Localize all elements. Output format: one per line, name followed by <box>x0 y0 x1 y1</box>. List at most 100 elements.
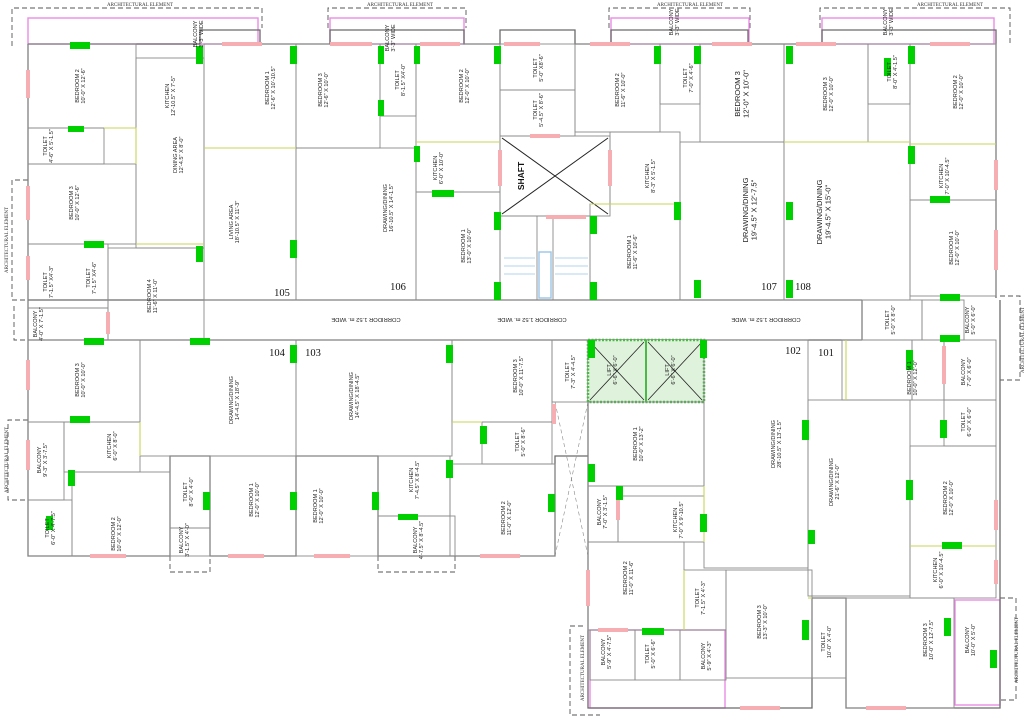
architectural-element-outlines <box>7 7 1021 716</box>
room-label-bot-bedroom3-b: BEDROOM 310'-0" X 11'-7.5" <box>513 356 525 396</box>
partition-lines <box>104 127 996 630</box>
room-label-bot-kitchen-c: KITCHEN7'-0" X 9'-10.5" <box>673 502 685 539</box>
room-label-top-dining-area: DINING AREA12'-4.5" X 8'-0" <box>173 137 185 174</box>
unit-number: 101 <box>818 348 834 359</box>
architectural-element-label: ARCHITECTURAL ELEMENT <box>1015 617 1020 683</box>
room-label-top-toilet-d: TOILET8'-1.5" X4'-0" <box>395 64 407 96</box>
room-label-top-toilet-b: TOILET7'-1.5" X4'-3" <box>43 266 55 298</box>
architectural-element-label: ARCHITECTURAL ELEMENT <box>5 427 10 493</box>
room-label-bot-balcony-e: BALCONY7'-0" X 6'-0" <box>961 357 973 386</box>
room-label-bot-kitchen-b: KITCHEN7'-4.5" X 8'-4.5" <box>409 461 421 499</box>
room-label-bot-toilet-f: TOILET7'-1.5" X 4'-3" <box>695 581 707 615</box>
room-label-bot-balcony-g: BALCONY5'-9" X 4'-7.5" <box>601 635 613 669</box>
room-label-top-kitchen-a: KITCHEN12'-10.5" X 7'-5" <box>165 76 177 116</box>
room-label-bot-balcony-c: BALCONY4'-7.5" X 8'-4.5" <box>413 521 425 559</box>
architectural-element-label: ARCHITECTURAL ELEMENT <box>1021 307 1024 373</box>
room-label-bot-bedroom3-c: BEDROOM 313'-3" X 10'-0" <box>757 604 769 639</box>
unit-number: 102 <box>785 346 801 357</box>
room-label-bot-toilet-b: TOILET8'-0" X 4'-0" <box>183 477 195 506</box>
unit-number: 108 <box>795 282 811 293</box>
room-label-top-toilet-e: TOILET5'-0" X8'-6" <box>533 54 545 82</box>
room-label-bot-toilet-d: TOILET5'-0" X 8'-6" <box>515 427 527 456</box>
room-label-top-toilet-g: TOILET7'-0" X 4'-6" <box>683 63 695 92</box>
room-label-top-bedroom3-d: BEDROOM 312'-0" X 10'-0" <box>823 76 835 111</box>
room-label-top-bedroom2-d: BEDROOM 212'-0" X 10'-0" <box>953 74 965 109</box>
corridor-label: CORRIDOR 1.52 m. WIDE <box>331 316 400 322</box>
room-label-top-toilet-c: TOILET7'-1.5" X4'-6" <box>86 262 98 294</box>
room-label-balcony-top-3: BALCONY3'-3" WIDE <box>669 8 681 36</box>
room-label-top-drawing-dining-c: DRAWING/DINING19'-4.5" X 15'-0" <box>815 179 833 244</box>
room-label-balcony-top-1: BALCONY3'-3" WIDE <box>193 20 205 48</box>
room-label-top-bedroom2-c: BEDROOM 211'-6" X 10'-0" <box>615 73 627 108</box>
architectural-element-label: ARCHITECTURAL ELEMENT <box>581 635 586 701</box>
room-label-bot-bedroom1-c: BEDROOM 110'-0" X 13'-2" <box>633 426 645 461</box>
room-label-bot-toilet-a: TOILET6'-0" X 4'-7.5" <box>45 511 57 545</box>
unit-number: 104 <box>269 348 286 359</box>
room-label-bot-kitchen-d: KITCHEN6'-0" X 10'-4.5" <box>933 552 945 589</box>
room-label-bot-toilet-g: TOILET10'-0" X 4'-0" <box>821 626 833 658</box>
room-label-bot-toilet-c: TOILET7'-3" X 4'-4.5" <box>565 355 577 389</box>
room-label-bot-drawing-dining-a: DRAWING/DINING14'-4.5" X 18'-9" <box>229 376 241 424</box>
room-label-top-toilet-a: TOILET4'-6" X 5'-1.5" <box>43 129 55 163</box>
room-label-bot-bedroom3-d: BEDROOM 310'-0" X 12'-7.5" <box>923 620 935 660</box>
room-label-top-toilet-h: TOILET8'-0" X 4'-1.5" <box>887 55 899 89</box>
room-label-top-bedroom1-a: BEDROOM 112'-6" X 10'-10.5" <box>265 66 277 109</box>
doors <box>46 42 997 668</box>
room-label-right-toilet-a: TOILET5'-0" X 8'-0" <box>885 305 897 334</box>
architectural-element-label: ARCHITECTURAL ELEMENT <box>5 207 10 273</box>
corridor-label: CORRIDOR 1.52 m. WIDE <box>497 316 566 322</box>
room-label-top-kitchen-b: KITCHEN6'-0" X 10'-0" <box>433 152 445 184</box>
room-label-top-bedroom2-b: BEDROOM 212'-0" X 10'-0" <box>459 68 471 103</box>
room-label-balcony-top-4: BALCONY3'-3" WIDE <box>883 8 895 36</box>
room-label-top-living-area: LIVING AREA18'-10.5" X 11'-3" <box>229 201 241 244</box>
room-label-bot-bedroom2-b: BEDROOM 211'-0" X 12'-0" <box>501 501 513 536</box>
room-label-bot-bedroom2-a: BEDROOM 210'-0" X 12'-0" <box>111 516 123 551</box>
room-label-top-kitchen-d: KITCHEN7'-0" X 10'-4.5" <box>939 158 951 195</box>
room-label-top-toilet-f: TOILET5'-4.5" X 8'-6" <box>533 93 545 127</box>
room-label-right-balcony-a: BALCONY5'-0" X 6'-0" <box>965 305 977 334</box>
room-label-bot-drawing-dining-b: DRAWING/DINING14'-4.5" X 18'-4.5" <box>349 372 361 420</box>
room-label-bot-balcony-b: BALCONY3'-1.5" X 4'-0" <box>179 523 191 557</box>
unit-number: 103 <box>305 348 321 359</box>
room-label-bot-bedroom2-c: BEDROOM 212'-0" X 10'-0" <box>943 480 955 515</box>
room-label-bot-balcony-a: BALCONY9'-3" X 3'-7.5" <box>37 443 49 477</box>
room-label-bot-bedroom1-b: BEDROOM 112'-0" X 10'-0" <box>313 488 325 523</box>
room-label-top-bedroom3-a: BEDROOM 310'-0" X 12'-6" <box>69 185 81 220</box>
room-label-top-bedroom3-b: BEDROOM 312'-6" X 10'-0" <box>318 72 330 107</box>
corridor-label: CORRIDOR 1.52 m. WIDE <box>731 316 800 322</box>
room-label-bot-bedroom1-a: BEDROOM 112'-0" X 10'-0" <box>249 482 261 517</box>
room-label-lift-b: LIFT6'-6" X 6'-0" <box>665 355 677 384</box>
unit-number: 106 <box>390 282 406 293</box>
architectural-element-label: ARCHITECTURAL ELEMENT <box>367 3 433 8</box>
room-label-top-bedroom1-c: BEDROOM 111'-6" X 10'-6" <box>627 235 639 270</box>
room-label-bot-toilet-h: TOILET5'-0" X 6'-6" <box>645 639 657 668</box>
unit-number: 105 <box>274 288 290 299</box>
room-label-bot-balcony-f: BALCONY10'-0" X 5'-0" <box>965 624 977 656</box>
architectural-element-label: ARCHITECTURAL ELEMENT <box>107 3 173 8</box>
room-label-lift-a: LIFT6'-6" X 6'-0" <box>607 355 619 384</box>
room-label-bot-bedroom3-a: BEDROOM 310'-0" X 10'-0" <box>75 362 87 397</box>
room-label-top-drawing-dining-a: DRAWING/DINING16'-10.5" X 14'-1.5" <box>383 184 395 232</box>
room-label-bot-balcony-h: BALCONY5'-9" X 4'-3" <box>701 641 713 670</box>
room-label-balcony-top-2: BALCONY3'-3" WIDE <box>385 24 397 52</box>
room-label-bot-drawing-dining-c: DRAWING/DINING28'-10.5" X 13'-1.5" <box>771 420 783 468</box>
unit-number: 107 <box>761 282 777 293</box>
room-label-bot-bedroom1-d: BEDROOM 110'-0" X 12'-0" <box>907 360 919 395</box>
room-label-bot-bedroom2-d: BEDROOM 211'-0" X 11'-6" <box>623 561 635 596</box>
room-label-bot-toilet-e: TOILET6'-0" X 6'-0" <box>961 407 973 436</box>
room-label-top-bedroom4: BEDROOM 411'-6" X 11'-0" <box>147 279 159 314</box>
room-label-top-bedroom2-a: BEDROOM 210'-0" X 12'-6" <box>75 68 87 103</box>
windows <box>26 42 998 710</box>
room-label-top-balcony-a: BALCONY4'-0" X 7'-1.5" <box>33 307 45 341</box>
room-label-bot-kitchen-a: KITCHEN6'-0" X 8'-0" <box>107 431 119 460</box>
shaft-label: SHAFT <box>516 161 526 190</box>
labels: BEDROOM 210'-0" X 12'-6" KITCHEN12'-10.5"… <box>5 3 1024 701</box>
architectural-element-label: ARCHITECTURAL ELEMENT <box>917 3 983 8</box>
room-label-top-bedroom1-b: BEDROOM 113'-0" X 10'-0" <box>461 228 473 263</box>
room-label-top-kitchen-c: KITCHEN8'-3" X 5'-1.5" <box>645 159 657 193</box>
room-label-top-bedroom1-d: BEDROOM 112'-0" X 10'-0" <box>949 230 961 265</box>
architectural-element-label: ARCHITECTURAL ELEMENT <box>657 3 723 8</box>
room-label-bot-drawing-dining-d: DRAWING/DINING21'-6" X 12'-0" <box>829 458 841 506</box>
room-label-top-bedroom3-c: BEDROOM 312'-0" X 10'-0" <box>733 70 751 118</box>
